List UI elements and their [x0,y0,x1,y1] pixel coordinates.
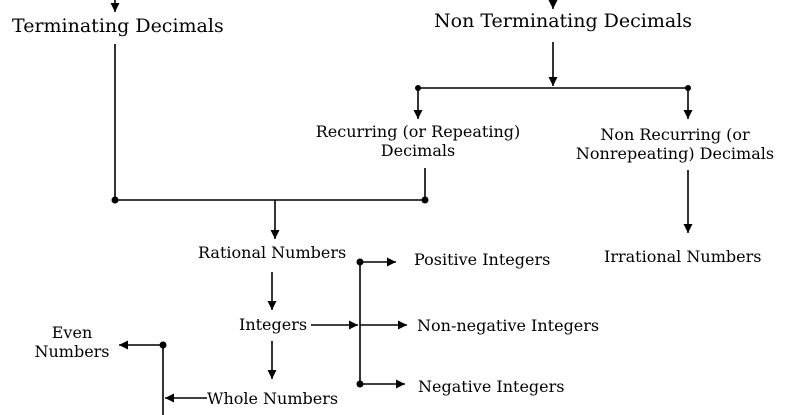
junction-dot [356,258,364,266]
junction-dot [159,341,167,349]
node-even-line-1: Even [51,323,93,342]
node-negative-integers: Negative Integers [418,377,565,396]
node-positive-integers: Positive Integers [414,250,551,269]
junction-dot [111,196,119,204]
node-even-line-2: Numbers [34,342,110,362]
node-recurring-line-1: Recurring (or Repeating) [315,122,521,141]
junction-dots [111,85,691,388]
node-irrational-numbers: Irrational Numbers [604,247,762,266]
node-terminating-decimals: Terminating Decimals [12,15,224,37]
node-non-recurring-decimals: Non Recurring (or Nonrepeating) Decimals [560,125,790,163]
junction-dot [421,196,429,204]
node-rational-numbers: Rational Numbers [198,243,347,262]
node-whole-numbers: Whole Numbers [207,389,339,408]
node-even-numbers: Even Numbers [22,323,122,361]
node-non-terminating-decimals: Non Terminating Decimals [434,10,693,32]
node-non-recurring-line-2: Nonrepeating) Decimals [575,144,775,164]
node-recurring-decimals: Recurring (or Repeating) Decimals [296,122,540,160]
node-recurring-line-2: Decimals [380,141,456,161]
node-non-recurring-line-1: Non Recurring (or [600,125,750,144]
node-non-negative-integers: Non-negative Integers [417,316,600,335]
junction-dot [356,380,364,388]
node-integers: Integers [239,315,308,334]
junction-dot [415,85,421,91]
junction-dot [685,85,691,91]
